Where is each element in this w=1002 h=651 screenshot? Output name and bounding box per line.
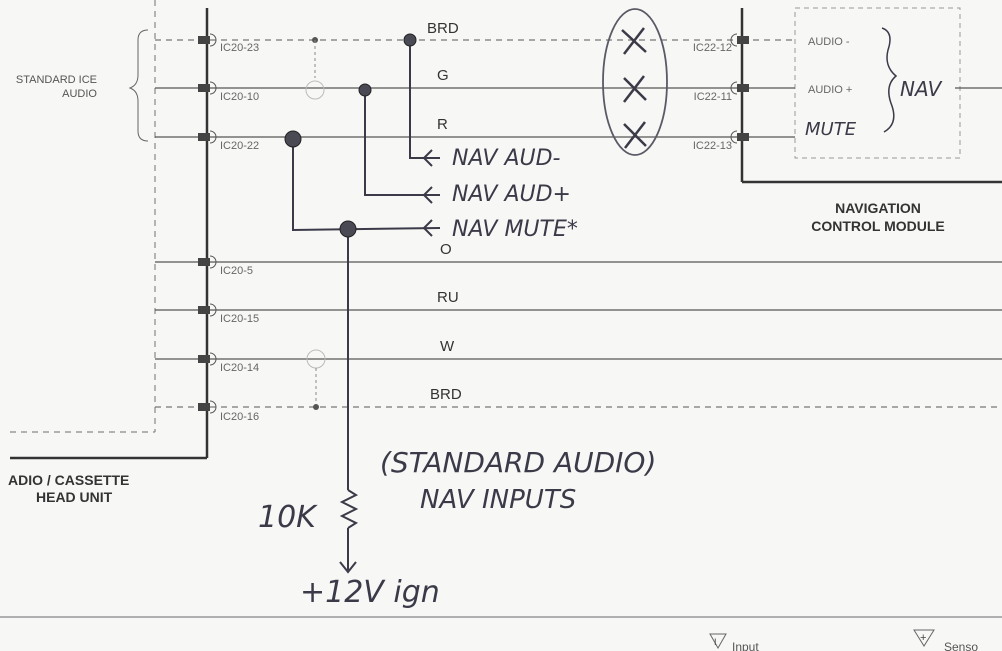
nav-module-title-2: CONTROL MODULE (811, 218, 945, 234)
note-nav-inputs: NAV INPUTS (420, 485, 576, 515)
note-standard-audio: (STANDARD AUDIO) (380, 446, 656, 479)
pin-label-left: IC20-5 (220, 265, 253, 277)
wire-color-label: BRD (430, 386, 462, 403)
head-unit-title-1: ADIO / CASSETTE (8, 472, 129, 488)
left-group-label-1: STANDARD ICE (16, 74, 97, 86)
nav-pin-label-mute: MUTE (805, 119, 857, 140)
wire-color-label: BRD (427, 20, 459, 37)
sensor-legend-label: Senso (944, 640, 978, 651)
pin-label-left: IC20-14 (220, 362, 259, 374)
wire-color-label: RU (437, 289, 459, 306)
pin-label-left: IC20-23 (220, 42, 259, 54)
input-legend-label: Input (732, 640, 759, 651)
right-pin-markers (737, 36, 749, 141)
pin-label-left: IC20-22 (220, 140, 259, 152)
wire-color-label: O (440, 241, 452, 258)
nav-pin-label: AUDIO - (808, 36, 850, 48)
nav-pin-label: AUDIO + (808, 84, 852, 96)
left-group-label-2: AUDIO (62, 88, 97, 100)
cut-marks (621, 27, 647, 149)
sensor-legend-icon: + (913, 629, 935, 647)
svg-text:+: + (920, 632, 926, 644)
left-group-brace (128, 29, 149, 142)
splice-points (305, 37, 326, 410)
pin-label-right: IC22-11 (694, 91, 732, 103)
wire-color-label: W (440, 338, 455, 355)
wire-color-label: G (437, 67, 449, 84)
input-legend-icon: I (709, 633, 727, 650)
nav-brace-label: NAV (900, 77, 943, 101)
pin-label-right: IC22-13 (693, 140, 732, 152)
left-pin-markers (198, 36, 210, 411)
pin-label-left: IC20-10 (220, 91, 259, 103)
head-unit-title-2: HEAD UNIT (36, 489, 113, 505)
note-nav-aud-minus: NAV AUD- (452, 146, 561, 171)
pin-label-left: IC20-16 (220, 411, 259, 423)
left-pin-arcs (209, 33, 217, 414)
note-supply: +12V ign (300, 575, 440, 610)
note-nav-mute: NAV MUTE* (452, 217, 578, 242)
handwritten-taps (292, 40, 441, 574)
wire-color-label: R (437, 116, 448, 133)
right-pin-arcs (730, 33, 738, 144)
svg-text:I: I (714, 637, 717, 647)
handwritten-splices (284, 33, 417, 238)
nav-brace (881, 27, 898, 133)
pin-label-left: IC20-15 (220, 313, 259, 325)
nav-module-title-1: NAVIGATION (835, 200, 921, 216)
nav-module-box (794, 7, 961, 159)
note-nav-aud-plus: NAV AUD+ (452, 182, 571, 207)
pin-label-right: IC22-12 (693, 42, 732, 54)
note-resistor-value: 10K (258, 500, 318, 535)
cut-wires-oval (602, 8, 668, 156)
